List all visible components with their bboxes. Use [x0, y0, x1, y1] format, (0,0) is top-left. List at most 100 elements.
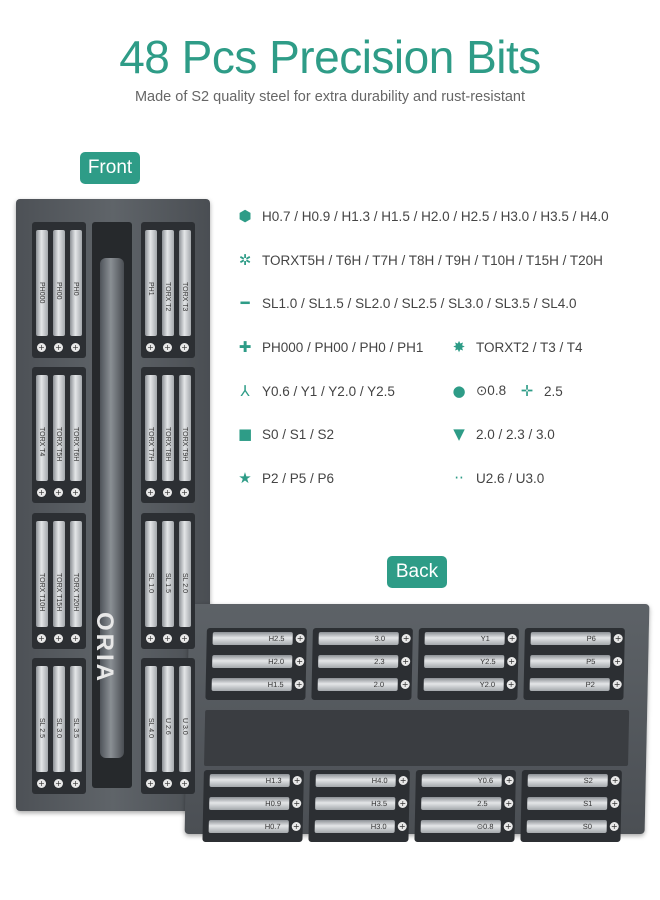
bit-label: 2.3: [374, 657, 385, 666]
spec-row: ⅄ Y0.6 / Y1 / Y2.0 / Y2.5: [238, 379, 395, 403]
spec-text: H0.7 / H0.9 / H1.3 / H1.5 / H2.0 / H2.5 …: [262, 208, 609, 224]
bit: [421, 797, 502, 810]
bit-tip-icon: +: [54, 488, 63, 497]
bit-tip-icon: +: [146, 634, 155, 643]
bit: [179, 230, 191, 336]
bit: [53, 521, 65, 627]
bit: [145, 521, 157, 627]
torx-hole-icon: ✲: [238, 251, 252, 269]
bit-tip-icon: +: [291, 822, 301, 831]
spec-row-right: ●⊙0.8: [452, 379, 506, 403]
bit: [526, 820, 607, 833]
spec-text: P2 / P5 / P6: [262, 470, 335, 486]
spec-text: PH000 / PH00 / PH0 / PH1: [262, 339, 424, 355]
hexagon-icon: ⬢: [238, 207, 252, 225]
bit-label: H3.0: [370, 822, 387, 831]
spec-text: 2.5: [544, 383, 563, 399]
bit: [53, 666, 65, 772]
spec-row: ✲ TORXT5H / T6H / T7H / T8H / T9H / T10H …: [238, 248, 603, 272]
bit-tip-icon: +: [504, 776, 514, 785]
bit-tip-icon: +: [506, 680, 516, 689]
bit-tip-icon: +: [71, 634, 80, 643]
bit-tip-icon: +: [295, 657, 305, 666]
page-title: 48 Pcs Precision Bits: [119, 31, 541, 83]
spec-row: ■S0 / S1 / S2: [238, 422, 334, 446]
bit-label: PH1: [147, 282, 154, 296]
bit-label: 2.5: [477, 799, 488, 808]
bit: [318, 655, 399, 668]
bit-tip-icon: +: [401, 657, 411, 666]
bit-label: S0: [582, 822, 593, 831]
spec-row-right: ▼ 2.0 / 2.3 / 3.0: [452, 422, 555, 446]
bit-label: TORX T9H: [181, 427, 188, 462]
page-subtitle: Made of S2 quality steel for extra durab…: [134, 89, 526, 105]
bit-tip-icon: +: [503, 822, 513, 831]
bit-tip-icon: +: [292, 776, 302, 785]
bit-label: Y0.6: [477, 776, 494, 785]
bit-tip-icon: +: [294, 680, 304, 689]
bit-tip-icon: +: [401, 634, 411, 643]
bit-label: SL 2.0: [181, 573, 188, 593]
spec-text: TORXT5H / T6H / T7H / T8H / T9H / T10H /…: [262, 252, 603, 268]
spec-text: SL1.0 / SL1.5 / SL2.0 / SL2.5 / SL3.0 / …: [262, 295, 577, 311]
spec-text: Y0.6 / Y1 / Y2.0 / Y2.5: [262, 383, 395, 399]
bit-label: H1.3: [265, 776, 282, 785]
bit-tip-icon: +: [54, 343, 63, 352]
u-shape-icon: ··: [454, 469, 464, 487]
round-icon: ●: [452, 382, 466, 400]
triangle-icon: ▼: [453, 425, 465, 443]
spec-text: TORXT2 / T3 / T4: [476, 339, 583, 355]
bit-tip-icon: +: [54, 634, 63, 643]
bit-label: H0.9: [265, 799, 282, 808]
bit: [36, 375, 48, 481]
bit: [70, 521, 82, 627]
bit: [162, 230, 174, 336]
bit-label: S1: [583, 799, 593, 808]
bit-tip-icon: +: [71, 779, 80, 788]
bit-label: P2: [585, 680, 596, 689]
bit-label: SL 1.0: [147, 573, 154, 593]
bit-tip-icon: +: [295, 634, 305, 643]
bit-label: TORX T15H: [55, 573, 62, 612]
bit: [527, 797, 608, 810]
bit-tip-icon: +: [180, 343, 189, 352]
spec-row-right: ··U2.6 / U3.0: [452, 466, 544, 490]
bit-tip-icon: +: [613, 657, 623, 666]
spec-text: 2.0 / 2.3 / 3.0: [476, 426, 555, 442]
bit-tip-icon: +: [612, 680, 622, 689]
y-tip-icon: ⅄: [240, 382, 250, 400]
brand-logo: ORIA: [91, 612, 118, 684]
bit-label: TORX T20H: [72, 573, 79, 612]
bit: [179, 521, 191, 627]
bit-label: H2.0: [268, 657, 285, 666]
bit: [529, 678, 610, 691]
bit-label: P5: [586, 657, 596, 666]
spec-row: ━SL1.0 / SL1.5 / SL2.0 / SL2.5 / SL3.0 /…: [238, 291, 576, 315]
bit-label: TORX T10H: [38, 573, 45, 612]
bit-tip-icon: +: [400, 680, 410, 689]
bit-label: H0.7: [264, 822, 281, 831]
pentalobe-icon: ★: [238, 469, 252, 487]
bit-label: Y2.0: [479, 680, 496, 689]
screwdriver-handle: ORIA: [91, 222, 132, 788]
bit-tip-icon: +: [613, 634, 623, 643]
spec-row: ✚ PH000 / PH00 / PH0 / PH1: [238, 335, 424, 359]
bit-label: SL 3.0: [55, 718, 62, 738]
bit-label: SL 1.5: [164, 573, 171, 593]
bit: [145, 230, 157, 336]
bit-tip-icon: +: [54, 779, 63, 788]
bit: [179, 375, 191, 481]
bit-tip-icon: +: [180, 634, 189, 643]
phillips-icon: ✚: [238, 338, 252, 356]
bit: [162, 666, 174, 772]
bit-label: P6: [586, 634, 596, 643]
bit: [318, 632, 399, 645]
bit-tip-icon: +: [610, 799, 620, 808]
bit-tip-icon: +: [37, 779, 46, 788]
bit: [53, 230, 65, 336]
bit-tip-icon: +: [504, 799, 514, 808]
bit-label: TORX T8H: [164, 427, 171, 462]
bit-label: SL 3.5: [72, 718, 79, 738]
bit-label: PH00: [55, 282, 62, 300]
square-icon: ■: [238, 425, 253, 443]
